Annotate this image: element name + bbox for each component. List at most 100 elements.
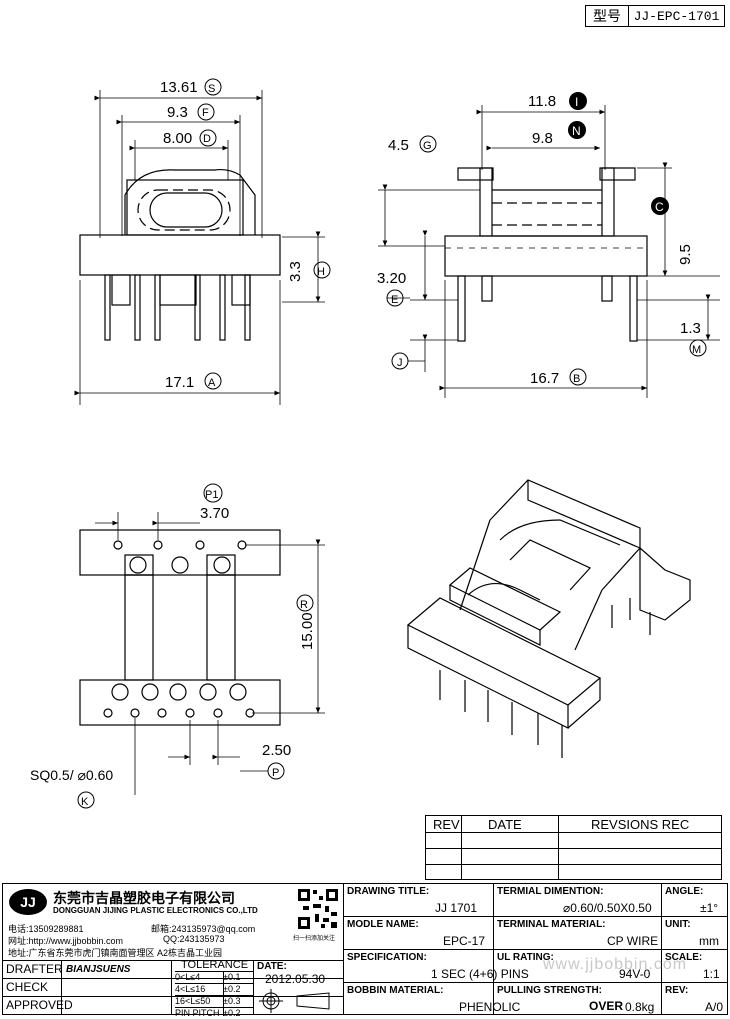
company-email: 邮箱:243135973@qq.com	[151, 924, 256, 934]
company-web: 网址:http://www.jjbobbin.com	[8, 936, 124, 946]
dim-r: 15.00	[299, 612, 316, 650]
check-label: CHECK	[6, 980, 49, 994]
tolerance-range: 0<L≤4	[175, 972, 201, 982]
letter-e: E	[391, 294, 398, 306]
tolerance-rows: 0<L≤4 ±0.1 4<L≤16 ±0.2 16<L≤50 ±0.3 PIN …	[175, 971, 253, 1019]
letter-i: I	[575, 95, 578, 109]
dim-a: 17.1	[165, 374, 194, 391]
model-number-box: 型号 JJ-EPC-1701	[585, 5, 725, 27]
tolerance-value: ±0.3	[223, 996, 241, 1006]
scale-value: 1:1	[703, 967, 720, 981]
revision-table: REV DATE REVSIONS REC	[425, 815, 722, 880]
company-phone: 电话:13509289881	[8, 924, 84, 934]
date-header: DATE	[488, 817, 522, 832]
letter-a: A	[208, 377, 216, 389]
terminal-dimension-label: TERMIAL DIMENTION:	[497, 886, 604, 897]
letter-j: J	[397, 357, 403, 369]
bottom-view	[79, 529, 281, 726]
dim-s: 13.61	[160, 79, 198, 96]
angle-label: ANGLE:	[665, 886, 704, 897]
rev-header: REV	[433, 817, 460, 832]
model-name-label: MODLE NAME:	[347, 919, 419, 930]
approved-label: APPROVED	[6, 998, 73, 1012]
dim-g: 4.5	[388, 137, 409, 154]
letter-f: F	[202, 107, 209, 119]
letter-m: M	[692, 344, 701, 356]
dim-c: 9.5	[677, 244, 694, 265]
letter-b: B	[573, 373, 580, 385]
ul-rating: 94V-0	[619, 967, 651, 981]
letter-g: G	[423, 140, 432, 152]
tolerance-row: 16<L≤50 ±0.3	[175, 995, 253, 1007]
ul-rating-label: UL RATING:	[497, 952, 554, 963]
angle-value: ±1°	[700, 901, 719, 915]
qr-note: 扫一扫添加关注	[293, 936, 336, 942]
watermark: www.jjbobbin.com	[543, 956, 688, 973]
pulling-strength-value: 0.8kg	[625, 1000, 655, 1014]
specification: 1 SEC (4+6) PINS	[431, 967, 529, 981]
dim-i: 11.8	[528, 93, 556, 110]
tolerance-value: ±0.1	[223, 972, 241, 982]
tolerance-range: 16<L≤50	[175, 996, 211, 1006]
company-name-cn: 东莞市吉晶塑胶电子有限公司	[53, 890, 235, 906]
tolerance-row: 0<L≤4 ±0.1	[175, 971, 253, 983]
letter-d: D	[203, 133, 211, 145]
dim-p: 2.50	[262, 742, 291, 759]
company-logo: JJ	[9, 889, 47, 915]
tolerance-row: PIN PITCH ±0.2	[175, 1007, 253, 1019]
letter-h: H	[317, 266, 325, 278]
technical-drawing: 13.61 S 9.3 F 8.00 D 3.3 H 17.1 A 11.8 I…	[30, 78, 720, 809]
tolerance-title: TOLERANCE	[181, 959, 249, 971]
letter-r: R	[300, 599, 308, 611]
tolerance-value: ±0.2	[223, 1008, 241, 1018]
company-name-en: DONGGUAN JIJING PLASTIC ELECTRONICS CO.,…	[53, 906, 258, 915]
dim-p1: 3.70	[200, 505, 229, 522]
company-address: 地址:广东省东莞市虎门镇南面管理区 A2栋吉晶工业园	[8, 948, 223, 958]
letter-c: C	[655, 200, 664, 214]
date-value: 2012.05.30	[265, 972, 326, 986]
letter-p1: P1	[205, 489, 218, 501]
dim-e: 3.20	[377, 270, 406, 287]
dim-b: 16.7	[530, 370, 559, 387]
model-name: EPC-17	[443, 934, 486, 948]
qr-code: 扫一扫添加关注	[293, 888, 339, 942]
dim-f: 9.3	[167, 104, 188, 121]
dim-k: SQ0.5/ ⌀0.60	[30, 767, 113, 783]
isometric-view	[406, 479, 691, 758]
pulling-strength-over: OVER	[589, 999, 624, 1013]
terminal-dimension: ⌀0.60/0.50X0.50	[563, 901, 652, 915]
projection-symbol	[259, 989, 330, 1013]
drawing-title: JJ 1701	[435, 901, 478, 915]
tolerance-value: ±0.2	[223, 984, 241, 994]
bobbin-material: PHENOLIC	[459, 1000, 521, 1014]
model-label: 型号	[586, 6, 629, 26]
revisions-header: REVSIONS REC	[591, 817, 690, 832]
unit-value: mm	[699, 934, 719, 948]
rev-value: A/0	[705, 1000, 724, 1014]
tolerance-range: 4<L≤16	[175, 984, 206, 994]
dim-m: 1.3	[680, 320, 701, 337]
letter-s: S	[208, 83, 215, 95]
letter-p: P	[272, 767, 279, 779]
drafter-value: BIANJSUENS	[66, 964, 131, 975]
drawing-title-label: DRAWING TITLE:	[347, 886, 430, 897]
dim-d: 8.00	[163, 130, 192, 147]
tolerance-range: PIN PITCH	[175, 1008, 220, 1018]
bobbin-material-label: BOBBIN MATERIAL:	[347, 985, 444, 996]
title-block: JJ 东莞市吉晶塑胶电子有限公司 DONGGUAN JIJING PLASTIC…	[2, 883, 728, 1018]
letter-n: N	[572, 124, 581, 138]
rev-label: REV:	[665, 985, 689, 996]
drafter-label: DRAFTER	[6, 962, 63, 976]
dim-n: 9.8	[532, 130, 553, 147]
terminal-material: CP WIRE	[607, 934, 659, 948]
front-view	[79, 168, 281, 341]
company-qq: QQ:243135973	[163, 934, 225, 944]
tolerance-row: 4<L≤16 ±0.2	[175, 983, 253, 995]
letter-k: K	[81, 796, 89, 808]
dim-h: 3.3	[287, 261, 304, 282]
specification-label: SPECIFICATION:	[347, 952, 427, 963]
model-value: JJ-EPC-1701	[633, 8, 720, 24]
pulling-strength-label: PULLING STRENGTH:	[497, 985, 602, 996]
unit-label: UNIT:	[665, 919, 691, 930]
date-label: DATE:	[257, 961, 287, 972]
